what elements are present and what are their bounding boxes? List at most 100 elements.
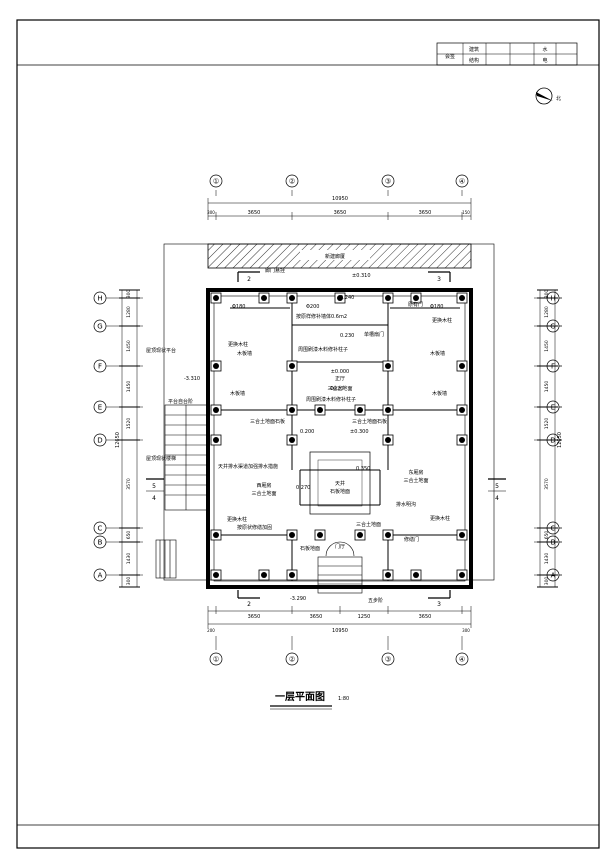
label-wood-partition: 木板墙 <box>237 350 252 357</box>
axis-bubble <box>93 319 107 333</box>
axis-bubble <box>93 291 107 305</box>
label-note: 排水明沟 <box>396 501 416 508</box>
pillar-core <box>213 407 219 413</box>
axis-label: ② <box>289 656 295 664</box>
pillar-core <box>317 407 323 413</box>
label-side-room: 东厢房 <box>408 469 423 476</box>
label-new-corridor: 新建廊厦 <box>325 253 345 260</box>
axis-label: G <box>97 323 102 331</box>
pillar-core <box>459 295 465 301</box>
axis-label: ③ <box>385 656 391 664</box>
pillar-core <box>459 572 465 578</box>
pillar-core <box>357 532 363 538</box>
axis-label: E <box>98 404 102 412</box>
dim-bottom-edge: 300 <box>462 628 470 633</box>
label-door: 门厅 <box>335 543 345 550</box>
axis-bubble <box>285 652 299 666</box>
pillar-core <box>357 407 363 413</box>
drawing-scale: 1:80 <box>338 696 349 702</box>
axis-bubble <box>455 174 469 188</box>
axis-label: D <box>97 437 102 445</box>
axis-label: ① <box>213 656 219 664</box>
dim-bottom-span: 3650 <box>248 614 261 620</box>
axis-label: G <box>550 323 555 331</box>
pillar-core <box>289 407 295 413</box>
pillar-core <box>289 572 295 578</box>
pillar-core <box>385 363 391 369</box>
pillar-core <box>261 572 267 578</box>
pillar-core <box>213 363 219 369</box>
dim-side-span: 300 <box>544 577 550 586</box>
label-floor: 三合土地面 <box>251 490 276 497</box>
pillar-core <box>289 295 295 301</box>
axis-label: ③ <box>385 178 391 186</box>
label-note: 三合土地面 <box>356 521 381 528</box>
dim-side-span: 1450 <box>544 340 550 352</box>
dim-side-span: 1430 <box>126 553 132 565</box>
dim-top-edge: 150 <box>462 210 470 215</box>
label-repair-pillar: 更换木柱 <box>432 317 452 324</box>
pillar-core <box>413 572 419 578</box>
label-pillar-dia: Φ180 <box>232 304 245 310</box>
section-mark-label: 2 <box>247 601 251 608</box>
dim-side-span: 1450 <box>126 340 132 352</box>
dim-side-span: 3570 <box>544 478 550 490</box>
axis-bubble <box>209 174 223 188</box>
section-mark-label: 3 <box>437 276 441 283</box>
label-platform: 屋顶现状平台 <box>146 347 176 354</box>
pillar-core <box>385 437 391 443</box>
pillar-core <box>337 295 343 301</box>
dim-top-span: 3650 <box>334 210 347 216</box>
title-block: 会签 建筑 结构 水 电 <box>436 42 578 66</box>
section-mark-label: 4 <box>495 495 499 502</box>
pillar-core <box>413 295 419 301</box>
axis-label: A <box>98 572 103 580</box>
section-marker-bottom-left: 2 <box>237 590 260 608</box>
pillar-core <box>459 532 465 538</box>
top-dimensions <box>207 198 472 220</box>
dim-side-span: 3570 <box>126 478 132 490</box>
section-mark-label: 3 <box>437 601 441 608</box>
axis-bubble <box>93 521 107 535</box>
label-steps: 五步阶 <box>368 597 383 604</box>
label-stone-floor: 石板地面 <box>330 488 350 495</box>
label-repair-pillar: 更换木柱 <box>228 341 248 348</box>
dim-side-span: 1450 <box>544 381 550 393</box>
title-block-cell: 水 <box>542 46 547 53</box>
dim-side-span: 1280 <box>126 306 132 318</box>
axis-label: ④ <box>459 178 465 186</box>
label-note: 周围刷漆木料修补柱子 <box>306 396 356 403</box>
pillar-core <box>289 532 295 538</box>
north-arrow-icon: 北 <box>535 87 561 105</box>
pillar-core <box>317 532 323 538</box>
dim-side-span: 1520 <box>126 418 132 430</box>
dim-bottom-span: 3650 <box>310 614 323 620</box>
left-stair <box>155 404 209 579</box>
label-elevation: -3.310 <box>184 376 200 382</box>
pillar-core <box>289 437 295 443</box>
label-gallery: 廊门悬挂 <box>265 267 285 274</box>
axis-label: ① <box>213 178 219 186</box>
pillar-grid <box>210 292 468 581</box>
section-marker-top-right: 3 <box>428 271 451 283</box>
north-label: 北 <box>556 95 561 102</box>
site-boundary <box>163 243 495 581</box>
side-dimensions <box>121 290 556 587</box>
label-door: 原有门 <box>408 301 423 308</box>
label-note: 按原状修缮加固 <box>237 524 272 531</box>
axis-bubble <box>285 174 299 188</box>
label-wood-partition: 木板墙 <box>432 390 447 397</box>
label-elevation: 0.240 <box>340 295 354 301</box>
axis-label: ④ <box>459 656 465 664</box>
skylight-courtyard <box>309 451 371 515</box>
dim-top-span: 3650 <box>419 210 432 216</box>
pillar-core <box>385 295 391 301</box>
axis-label: H <box>97 295 102 303</box>
axis-label: D <box>550 437 555 445</box>
label-door: 单槽扇门 <box>364 331 384 338</box>
dim-side-span: 650 <box>544 531 550 540</box>
label-note: 按原样修补墙体0.6m2 <box>296 313 347 320</box>
dim-bottom-span: 3650 <box>419 614 432 620</box>
